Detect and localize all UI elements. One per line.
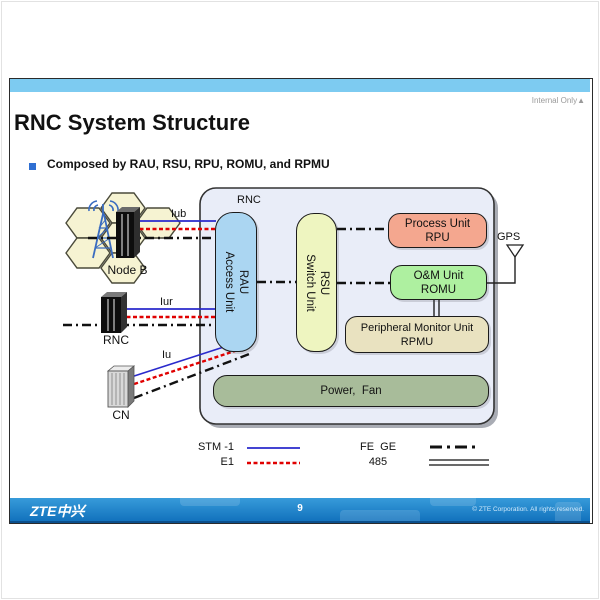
- page-number: 9: [297, 503, 303, 514]
- iur-link-label: Iur: [160, 296, 173, 308]
- page-title: RNC System Structure: [14, 110, 250, 135]
- footer-decoration: [180, 498, 240, 506]
- gps-antenna-icon: [505, 244, 525, 259]
- rpu-abbr: RPU: [425, 231, 450, 244]
- iu-stm1-line: [127, 343, 234, 379]
- nodeb-cabinet-icon: [116, 207, 140, 258]
- footer-decoration: [430, 498, 476, 506]
- legend-fege-label: FE GE: [359, 441, 397, 453]
- rnc-cabinet-icon: [101, 292, 127, 333]
- rnc-container-label: RNC: [237, 194, 261, 206]
- rau-unit-label: RAU Access Unit: [222, 252, 250, 313]
- zte-logo: ZTE中兴: [30, 503, 85, 519]
- footer-bar: ZTE中兴 9 © ZTE Corporation. All rights re…: [10, 498, 590, 523]
- classification-text: Internal Only: [531, 96, 578, 105]
- romu-gps-link: [486, 257, 516, 284]
- rsu-name: Switch Unit: [303, 253, 316, 312]
- legend-stm1-label: STM -1: [197, 441, 234, 453]
- rsu-unit-label: RSU Switch Unit: [303, 254, 331, 312]
- rpmu-unit-box: Peripheral Monitor Unit RPMU: [345, 316, 489, 353]
- rnc-cabinet-label: RNC: [103, 333, 129, 347]
- rau-unit-box: RAU Access Unit: [215, 212, 257, 352]
- gps-label: GPS: [497, 231, 521, 243]
- cn-cabinet-icon: [106, 365, 136, 408]
- node-b-label: Node B: [107, 263, 148, 277]
- copyright-text: © ZTE Corporation. All rights reserved.: [472, 506, 584, 513]
- rau-name: Access Unit: [223, 251, 235, 313]
- rpu-unit-label: Process Unit RPU: [405, 217, 470, 245]
- iu-link-label: Iu: [162, 349, 172, 361]
- iub-link-label: Iub: [171, 208, 187, 220]
- power-fan-box: Power, Fan: [213, 375, 489, 407]
- iu-e1-line: [127, 347, 242, 388]
- slide-top-accent-bar: [10, 79, 590, 92]
- classification-label: Internal Only▲: [532, 96, 585, 105]
- legend-e1-label: E1: [220, 456, 234, 468]
- rpmu-unit-label: Peripheral Monitor Unit RPMU: [361, 321, 474, 349]
- rpmu-name: Peripheral Monitor Unit: [360, 321, 474, 334]
- romu-name: O&M Unit: [413, 269, 464, 282]
- cn-cabinet-label: CN: [112, 408, 130, 422]
- iu-fege-line: [133, 351, 253, 400]
- footer-decoration: [555, 502, 581, 521]
- legend-485-label: 485: [368, 456, 388, 468]
- classification-triangle-icon: ▲: [577, 96, 585, 105]
- rsu-abbr: RSU: [317, 270, 330, 295]
- rpu-unit-box: Process Unit RPU: [388, 213, 487, 248]
- romu-abbr: ROMU: [420, 283, 457, 296]
- romu-unit-label: O&M Unit ROMU: [414, 269, 464, 297]
- power-fan-label: Power, Fan: [320, 385, 382, 397]
- rpu-name: Process Unit: [404, 217, 471, 230]
- romu-unit-box: O&M Unit ROMU: [390, 265, 487, 300]
- bullet-square-icon: [29, 163, 36, 170]
- footer-decoration: [340, 510, 420, 521]
- bullet-text: Composed by RAU, RSU, RPU, ROMU, and RPM…: [47, 157, 330, 171]
- rpmu-abbr: RPMU: [400, 335, 434, 348]
- antenna-tower-icon: [88, 200, 119, 259]
- rsu-unit-box: RSU Switch Unit: [296, 213, 337, 352]
- rau-abbr: RAU: [237, 269, 249, 295]
